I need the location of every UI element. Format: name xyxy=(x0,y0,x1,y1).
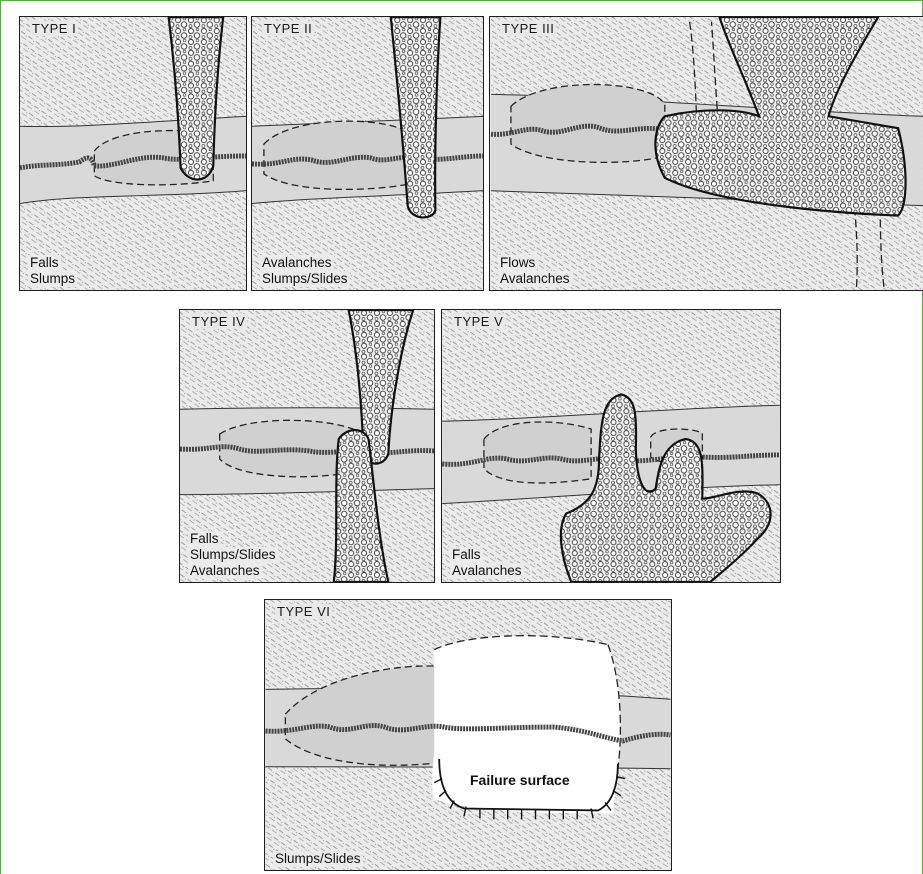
panel-labels: Flows Avalanches xyxy=(498,255,572,287)
hazard-label: Avalanches xyxy=(450,563,524,579)
failure-surface-label: Failure surface xyxy=(470,772,570,788)
panel-type-6: TYPE VI Failure surface Slumps/Slides xyxy=(264,599,672,871)
hazard-label: Falls xyxy=(188,531,221,547)
hazard-label: Avalanches xyxy=(498,271,572,287)
diagram-type-1 xyxy=(20,17,246,290)
hazard-label: Flows xyxy=(498,255,537,271)
panel-labels: Falls Slumps/Slides Avalanches xyxy=(188,531,278,579)
diagram-type-2 xyxy=(252,17,483,290)
panel-title: TYPE VI xyxy=(275,604,332,619)
hazard-label: Slumps/Slides xyxy=(188,547,278,563)
panel-labels: Falls Avalanches xyxy=(450,547,524,579)
panel-type-3: TYPE III Flows Avalanches xyxy=(489,16,923,291)
panel-title: TYPE I xyxy=(30,21,78,36)
panel-labels: Avalanches Slumps/Slides xyxy=(260,255,350,287)
hazard-label: Falls xyxy=(28,255,61,271)
panel-type-2: TYPE II Avalanches Slumps/Slides xyxy=(251,16,484,291)
hazard-label: Slumps/Slides xyxy=(260,271,350,287)
panel-type-1: TYPE I Falls Slumps xyxy=(19,16,247,291)
panel-title: TYPE II xyxy=(262,21,314,36)
panel-labels: Slumps/Slides xyxy=(273,851,363,867)
panel-title: TYPE V xyxy=(452,314,505,329)
panel-type-4: TYPE IV Falls Slumps/Slides Avalanches xyxy=(179,309,435,583)
hazard-label: Avalanches xyxy=(188,563,262,579)
diagram-type-3 xyxy=(490,17,923,290)
panel-title: TYPE III xyxy=(500,21,556,36)
panel-title: TYPE IV xyxy=(190,314,247,329)
panel-type-5: TYPE V Falls Avalanches xyxy=(441,309,781,583)
hazard-label: Slumps xyxy=(28,271,77,287)
panel-labels: Falls Slumps xyxy=(28,255,77,287)
diagram-type-5 xyxy=(442,310,780,582)
hazard-label: Avalanches xyxy=(260,255,334,271)
hazard-label: Slumps/Slides xyxy=(273,851,363,867)
hazard-label: Falls xyxy=(450,547,483,563)
diagram-type-6 xyxy=(265,600,671,870)
